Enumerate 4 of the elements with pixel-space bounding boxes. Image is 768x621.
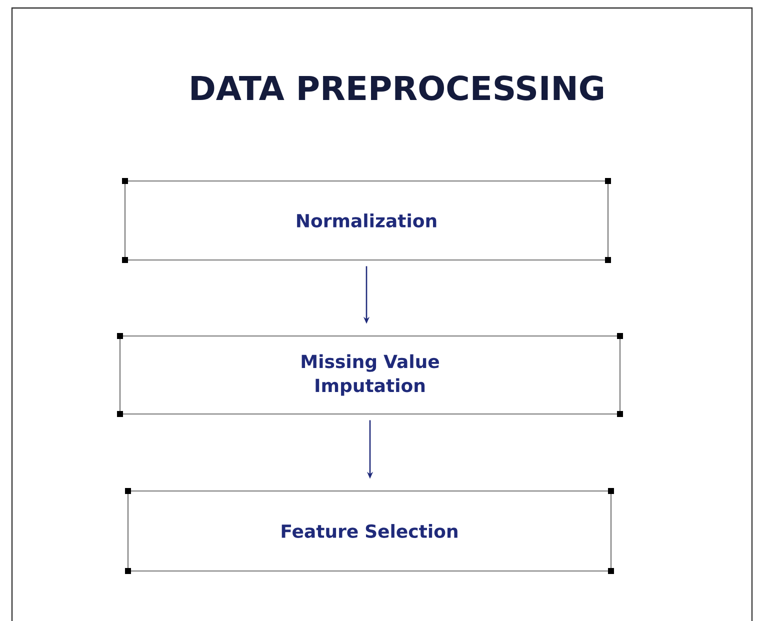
process-box: Missing Value Imputation	[117, 333, 623, 417]
process-box: Feature Selection	[125, 488, 614, 574]
process-box: Normalization	[122, 178, 611, 263]
title: DATA PREPROCESSING	[192, 76, 604, 100]
